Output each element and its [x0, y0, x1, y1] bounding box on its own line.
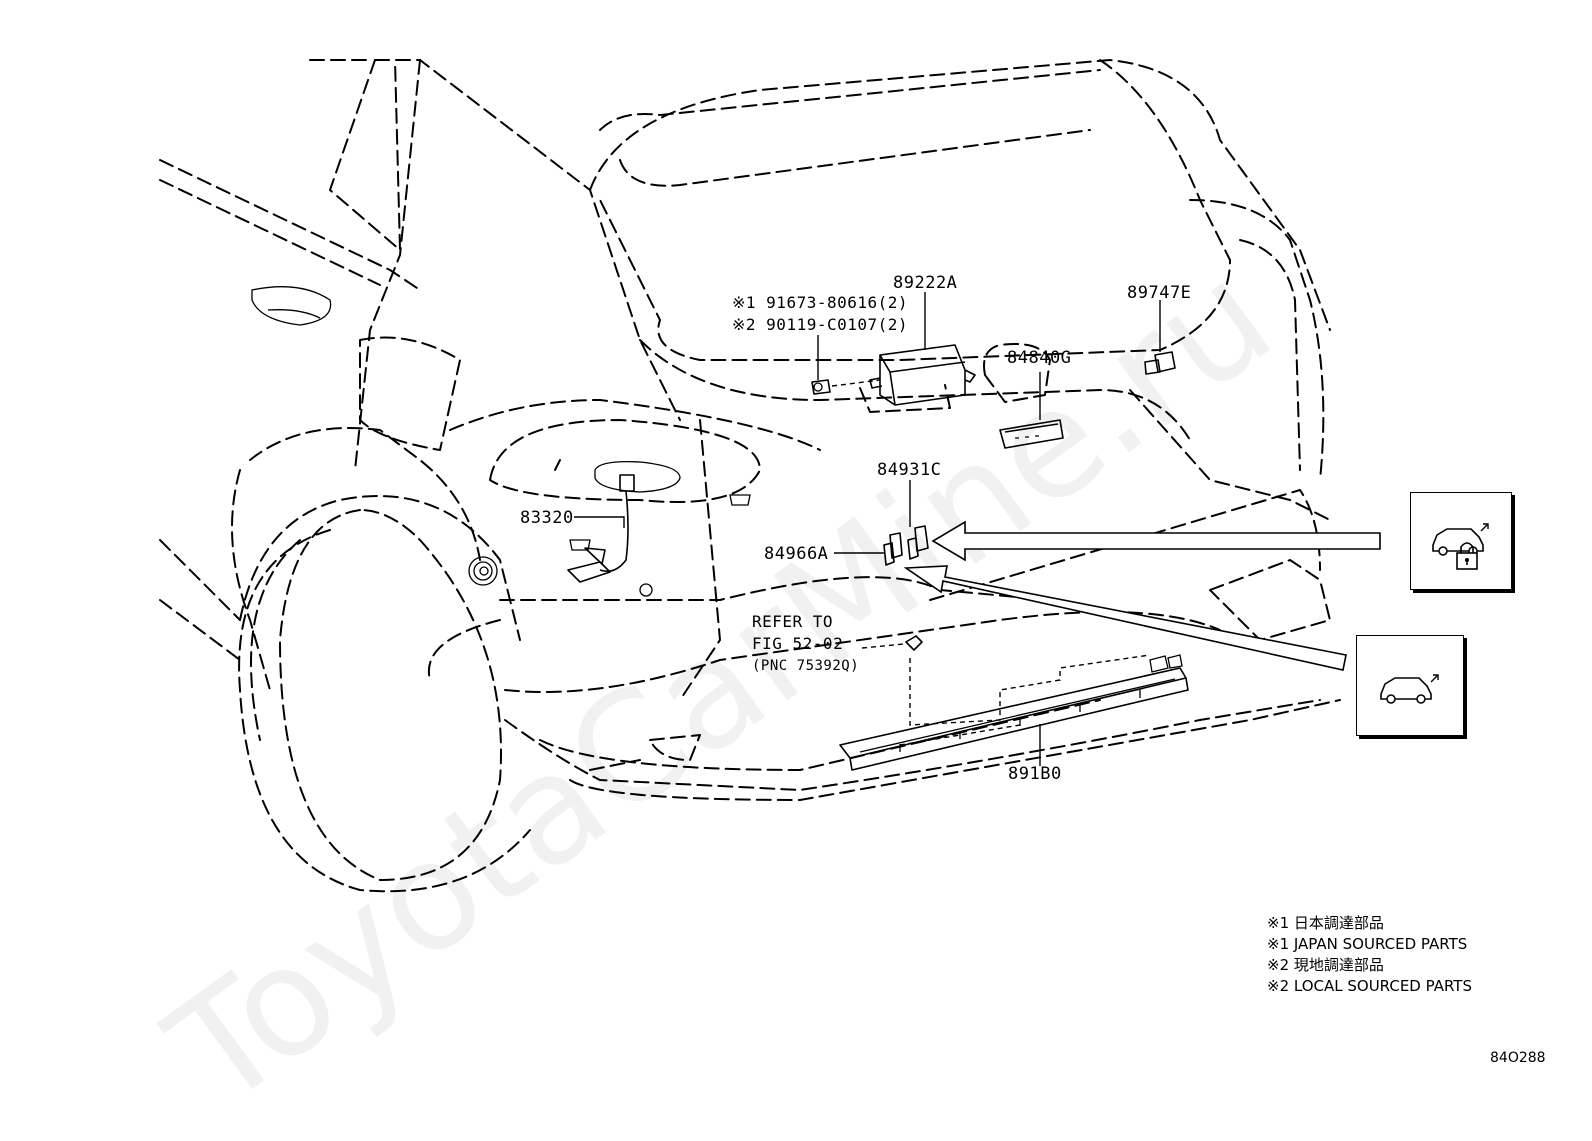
- part-label-891B0: 891B0: [1008, 764, 1062, 784]
- part-label-89747E: 89747E: [1127, 283, 1192, 303]
- vehicle-tailgate-icon-box: [1356, 635, 1464, 736]
- figure-code: 84O288: [1490, 1050, 1546, 1066]
- legend-line-3: ※2 現地調達部品: [1267, 956, 1384, 974]
- legend-line-1: ※1 日本調達部品: [1267, 914, 1384, 932]
- vehicle-lock-icon-box: [1410, 492, 1512, 590]
- part-label-84931C: 84931C: [877, 460, 942, 480]
- legend-line-4: ※2 LOCAL SOURCED PARTS: [1267, 977, 1472, 995]
- bolt-label-2: ※2 90119-C0107(2): [732, 315, 909, 334]
- refer-label-line3: (PNC 75392Q): [752, 658, 860, 674]
- vehicle-lock-icon: [1432, 523, 1489, 570]
- vehicle-rear-outline: [159, 59, 1381, 893]
- part-label-89222A: 89222A: [893, 273, 958, 293]
- refer-label-line2: FIG 52-02: [752, 634, 844, 653]
- refer-label-line1: REFER TO: [752, 612, 834, 631]
- bolt-label-1: ※1 91673-80616(2): [732, 293, 909, 312]
- vehicle-tailgate-kick-icon: [1380, 674, 1439, 704]
- parts-diagram: ToyotaCarMine.ru: [140, 59, 1546, 1141]
- legend-line-2: ※1 JAPAN SOURCED PARTS: [1267, 935, 1468, 953]
- part-label-83320: 83320: [520, 508, 574, 528]
- part-label-84840G: 84840G: [1007, 348, 1072, 368]
- part-label-84966A: 84966A: [764, 544, 829, 564]
